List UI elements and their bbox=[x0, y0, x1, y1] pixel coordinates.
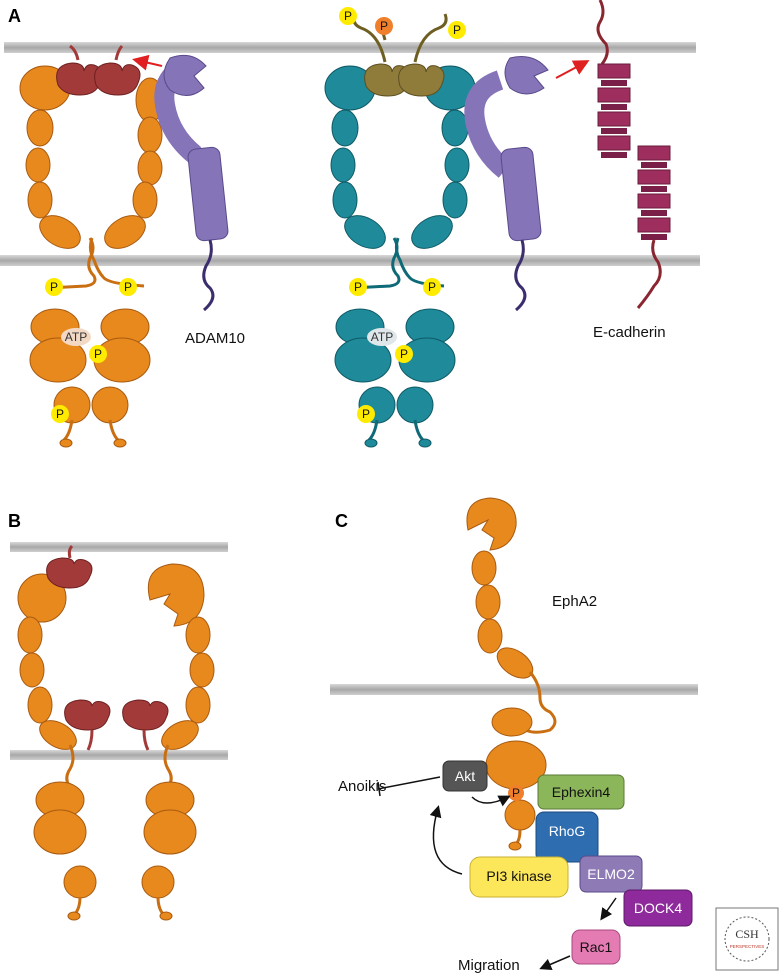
cleavage-arrow-a-left bbox=[132, 54, 163, 71]
epha2-dimer-orange bbox=[19, 65, 165, 249]
panel-b-letter: B bbox=[8, 511, 21, 531]
panel-c-letter: C bbox=[335, 511, 348, 531]
epha2-monomer-c bbox=[466, 497, 557, 851]
ecadherin-label: E-cadherin bbox=[593, 324, 666, 341]
svg-text:PERSPECTIVES: PERSPECTIVES bbox=[730, 944, 765, 949]
membrane-c bbox=[330, 684, 698, 695]
node-rhog: RhoG bbox=[535, 811, 599, 863]
kinase-domain-orange-a bbox=[29, 308, 151, 448]
tm-linker-right-a bbox=[88, 237, 145, 288]
node-dock4: DOCK4 bbox=[623, 889, 693, 927]
phospho-badges-teal: P P P P bbox=[349, 278, 441, 423]
cleavage-arrow-ecadherin bbox=[555, 60, 590, 79]
node-pi3k: PI3 kinase bbox=[469, 856, 569, 898]
svg-text:P: P bbox=[362, 407, 370, 421]
membrane-b-bottom bbox=[10, 750, 228, 760]
node-rac1: Rac1 bbox=[571, 929, 621, 965]
svg-text:P: P bbox=[428, 280, 436, 294]
epha2-monomer-b-right bbox=[141, 563, 215, 921]
phospho-badges-a-left: P P P P bbox=[45, 278, 137, 423]
svg-text:P: P bbox=[400, 347, 408, 361]
atp-badge-teal bbox=[367, 328, 397, 346]
membrane-a-bottom bbox=[0, 255, 700, 266]
phospho-label-c: P bbox=[512, 786, 520, 800]
svg-text:P: P bbox=[50, 280, 58, 294]
atp-label-teal: ATP bbox=[371, 330, 393, 344]
svg-text:P: P bbox=[94, 347, 102, 361]
atp-label-a-left: ATP bbox=[65, 330, 87, 344]
membrane-a-top bbox=[4, 42, 696, 53]
svg-text:P: P bbox=[380, 19, 388, 33]
epha2-label: EphA2 bbox=[552, 593, 597, 610]
svg-text:ELMO2: ELMO2 bbox=[587, 866, 635, 882]
csh-perspectives-logo: CSH PERSPECTIVES bbox=[715, 907, 779, 971]
anoikis-label: Anoikis bbox=[338, 778, 386, 795]
ephrin-ligand-red-a bbox=[56, 44, 141, 96]
epha2-dimer-teal bbox=[324, 65, 476, 249]
svg-text:Akt: Akt bbox=[455, 768, 475, 784]
migration-label: Migration bbox=[458, 957, 520, 974]
svg-text:Rac1: Rac1 bbox=[580, 939, 613, 955]
pathway-arrows bbox=[377, 776, 617, 970]
adam10-label: ADAM10 bbox=[185, 330, 245, 347]
svg-text:P: P bbox=[453, 23, 461, 37]
phospho-badge-c bbox=[508, 785, 524, 801]
svg-text:RhoG: RhoG bbox=[549, 823, 586, 839]
ephrin-ligand-b bbox=[46, 544, 169, 751]
membrane-b-top bbox=[10, 542, 228, 552]
svg-text:P: P bbox=[124, 280, 132, 294]
adam10-protease-right bbox=[464, 56, 549, 312]
node-akt: Akt bbox=[442, 760, 488, 792]
svg-text:Ephexin4: Ephexin4 bbox=[552, 784, 611, 800]
adam10-protease-left bbox=[154, 54, 229, 312]
node-elmo2: ELMO2 bbox=[579, 855, 643, 893]
atp-badge-a-left bbox=[61, 328, 91, 346]
svg-text:P: P bbox=[354, 280, 362, 294]
ephrin-ligand-olive bbox=[352, 13, 448, 97]
svg-text:PI3 kinase: PI3 kinase bbox=[486, 868, 552, 884]
svg-text:P: P bbox=[344, 9, 352, 23]
phospho-badges-ligand: P P P bbox=[339, 7, 466, 39]
tm-linker-right-teal bbox=[394, 237, 445, 288]
tm-linker-left-a bbox=[47, 237, 97, 290]
panel-a-letter: A bbox=[8, 6, 21, 26]
epha2-monomer-b-left bbox=[17, 573, 97, 921]
e-cadherin bbox=[596, 0, 671, 309]
svg-text:DOCK4: DOCK4 bbox=[634, 900, 682, 916]
svg-text:P: P bbox=[56, 407, 64, 421]
kinase-domain-teal bbox=[334, 308, 456, 448]
node-ephexin4: Ephexin4 bbox=[537, 774, 625, 810]
svg-text:CSH: CSH bbox=[735, 927, 759, 941]
